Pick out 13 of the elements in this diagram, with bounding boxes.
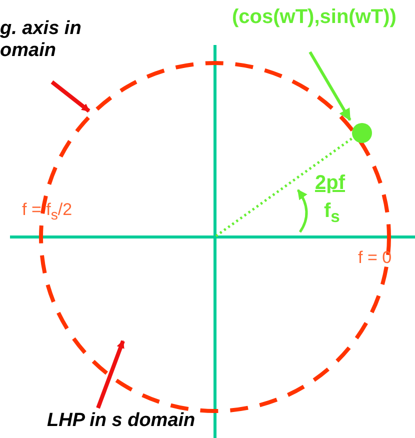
point-dot bbox=[352, 123, 372, 143]
point-label: (cos(wT),sin(wT)) bbox=[232, 6, 415, 36]
fraction-denominator: f$_{s}$ bbox=[324, 200, 340, 227]
leader-arrow bbox=[308, 51, 352, 121]
radius-line bbox=[215, 136, 355, 238]
frequency-label: f = 0 bbox=[358, 248, 392, 268]
fraction-numerator: 2pf bbox=[315, 172, 345, 195]
callout-text: g. axis in omain bbox=[0, 18, 110, 68]
leader-arrow bbox=[96, 340, 125, 409]
leader-arrow bbox=[50, 80, 90, 113]
callout-text: LHP in s domain bbox=[47, 410, 247, 436]
unit-circle bbox=[39, 61, 391, 413]
frequency-label: f = f$_{s}$/2 bbox=[22, 200, 72, 224]
